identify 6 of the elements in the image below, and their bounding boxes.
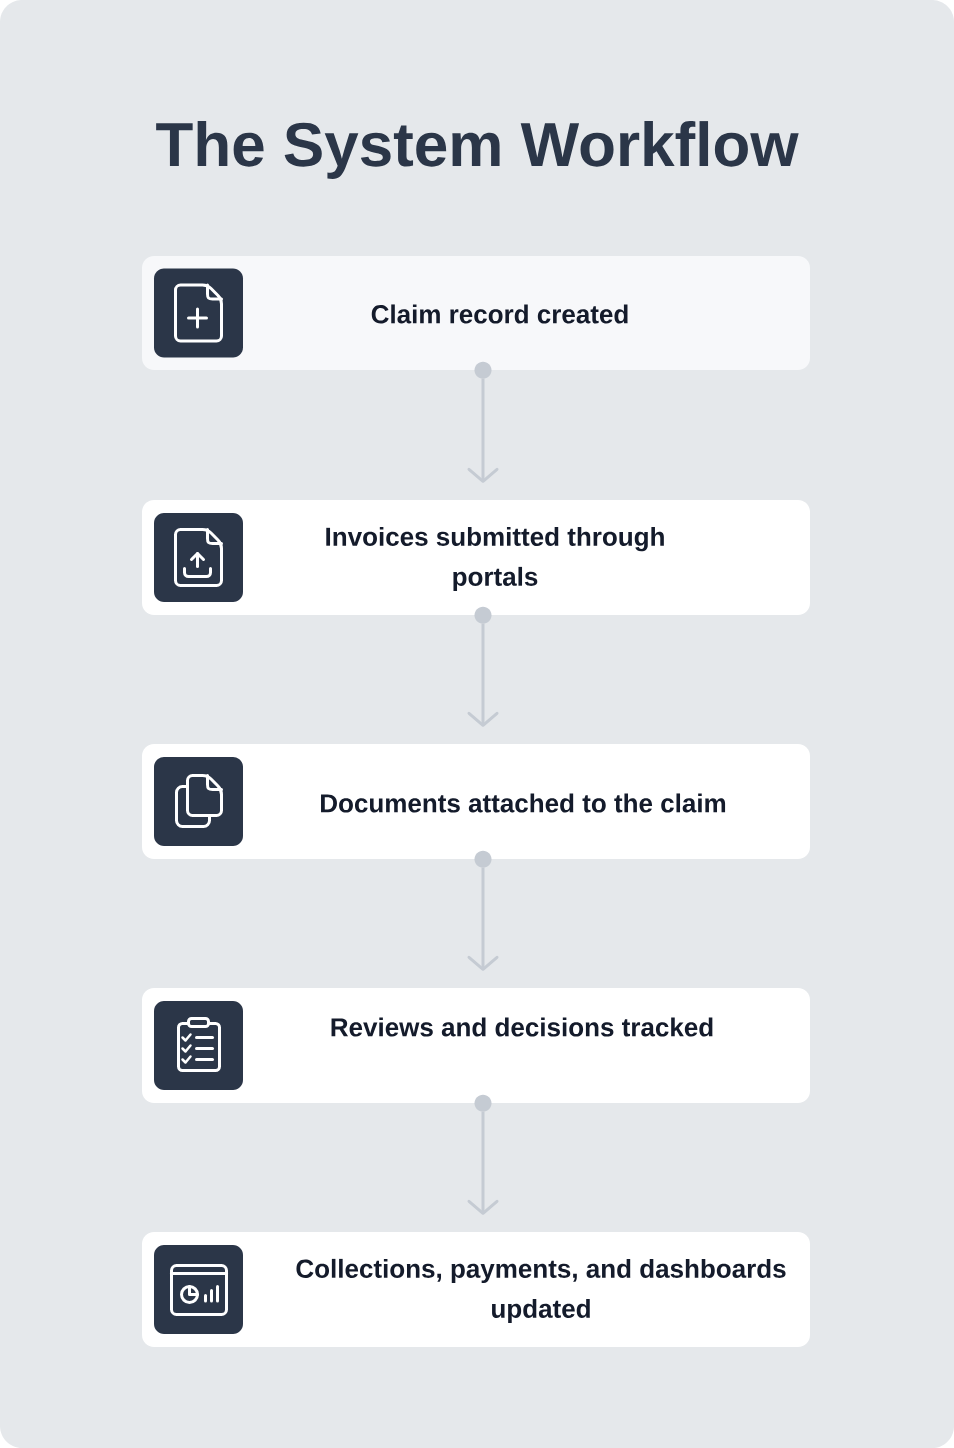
- arrow: [467, 867, 499, 971]
- arrow: [467, 378, 499, 483]
- process-card: Collections, payments, and dashboards updated: [142, 1232, 810, 1347]
- title: The System Workflow: [156, 121, 799, 179]
- arrow: [467, 1111, 499, 1215]
- arrow: [467, 623, 499, 727]
